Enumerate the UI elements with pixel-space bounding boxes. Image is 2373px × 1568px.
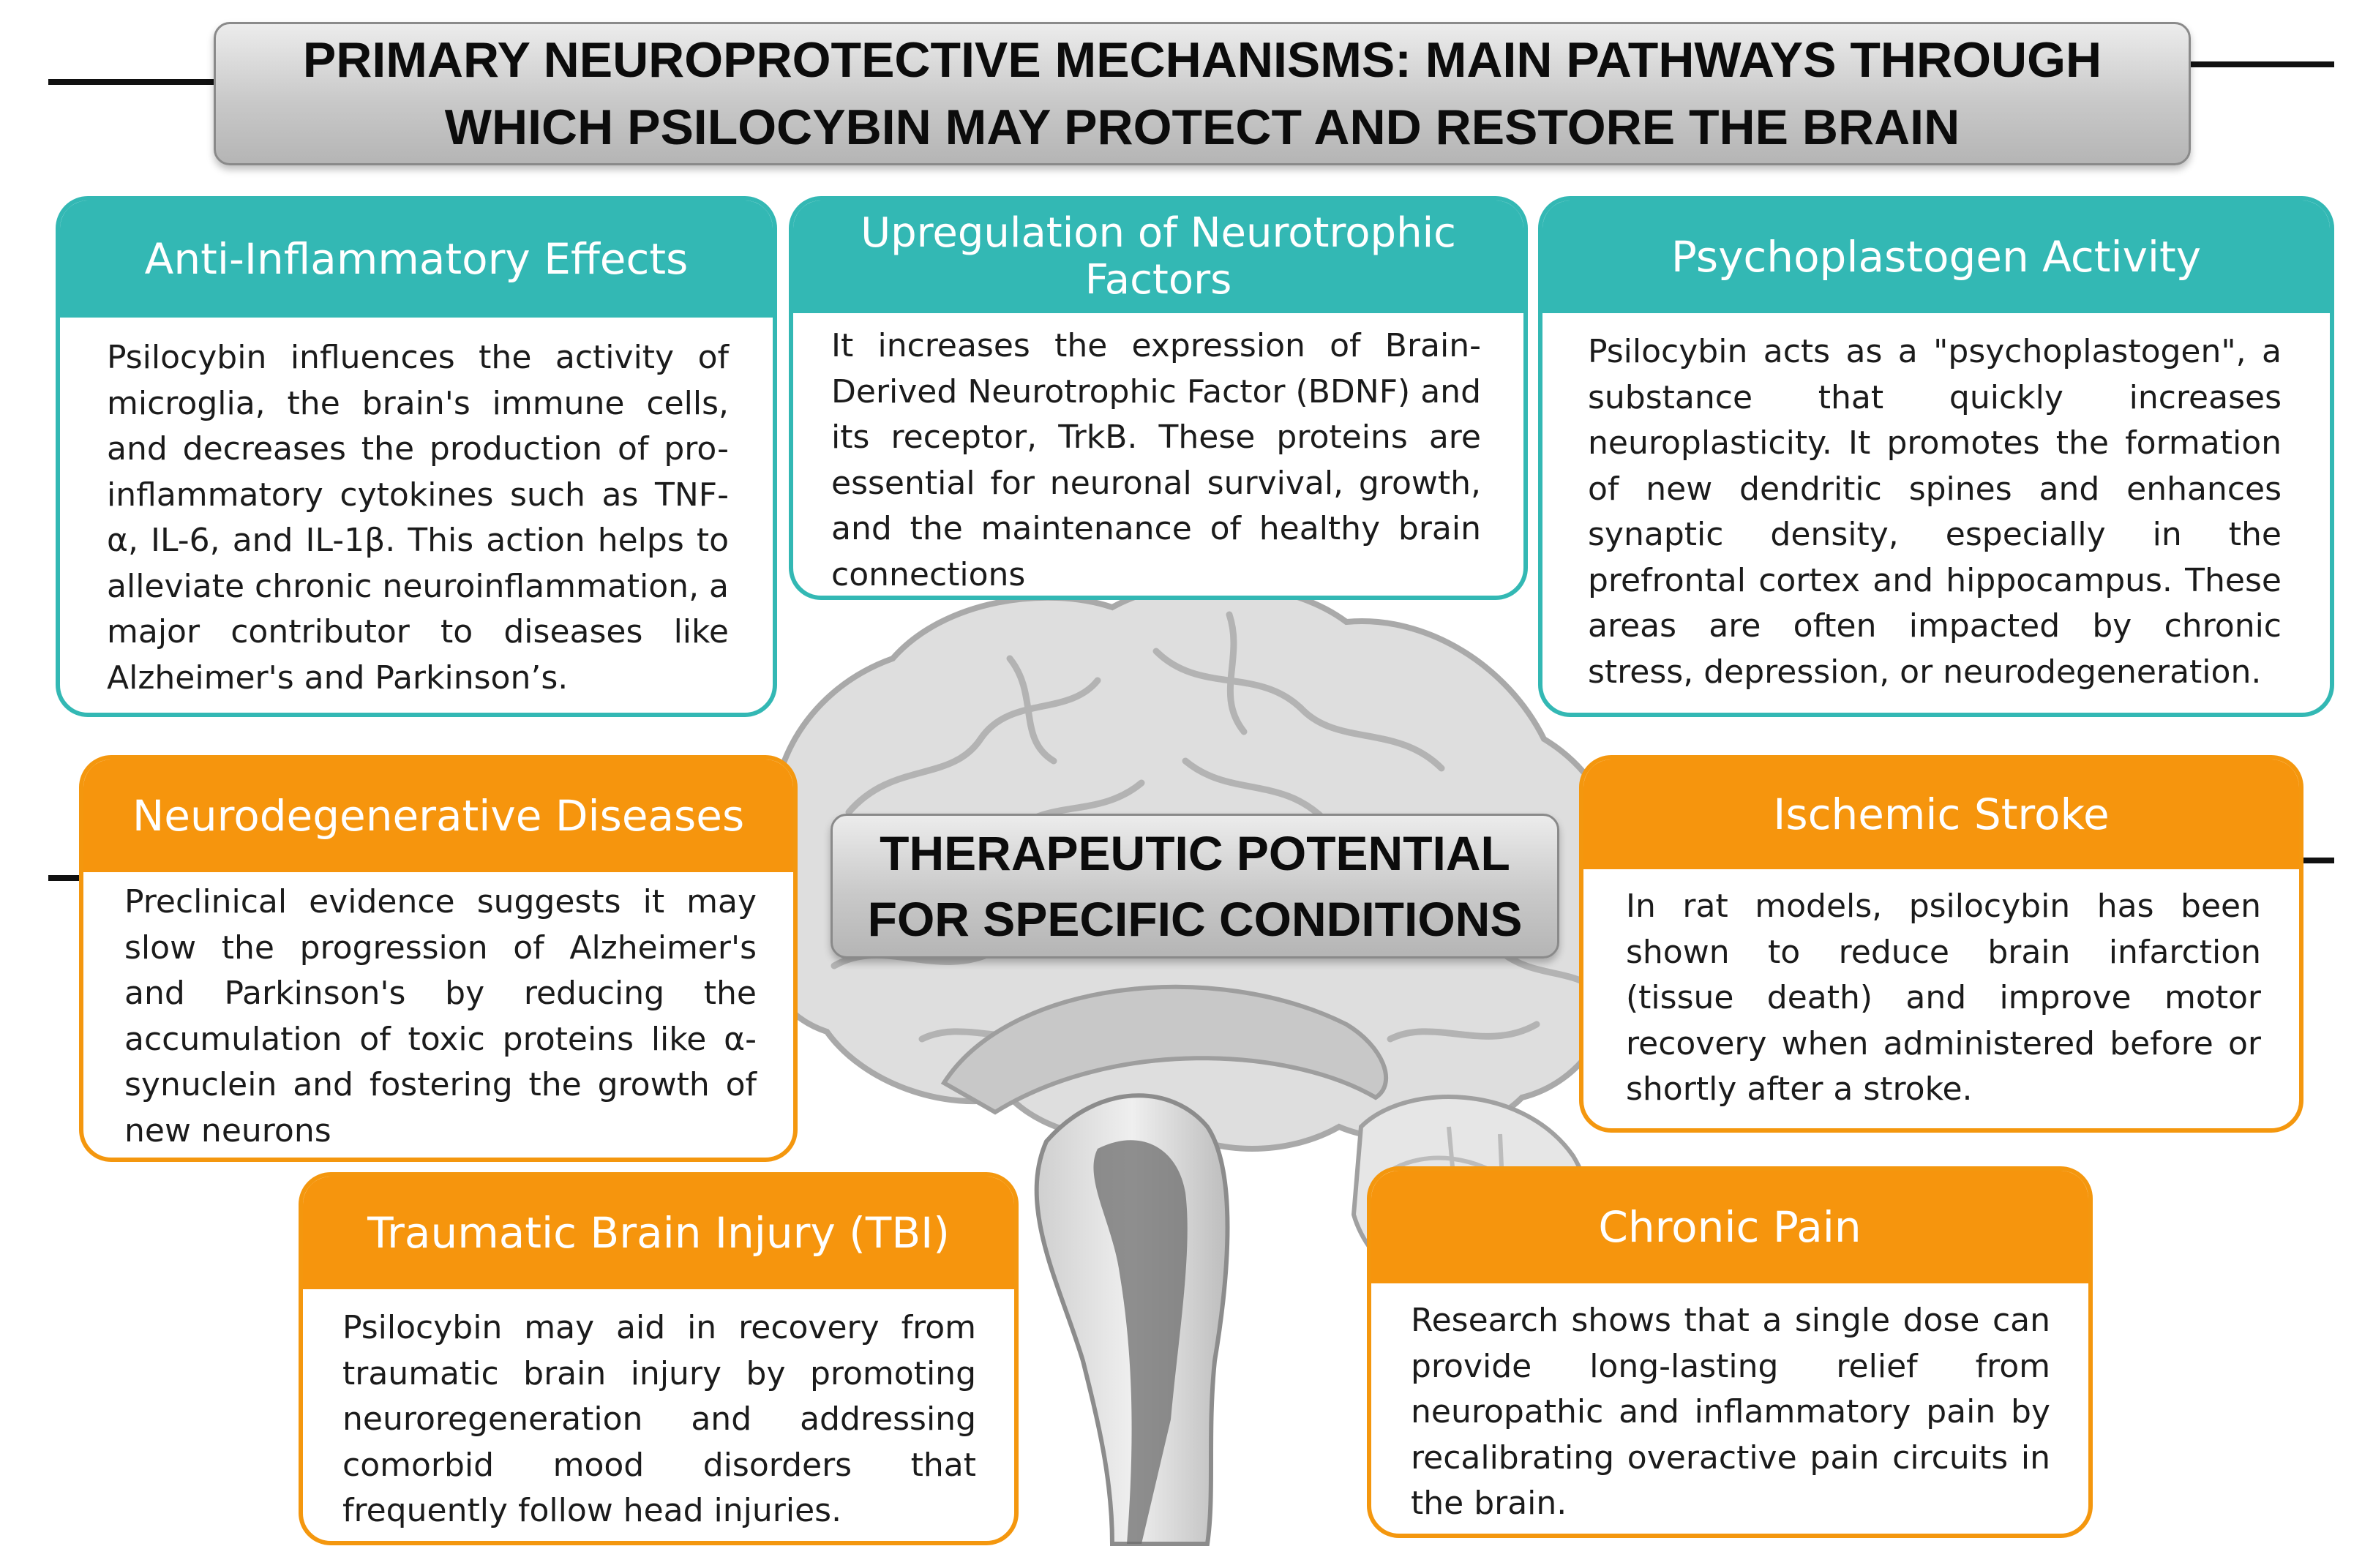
card-text: It increases the expression of Brain-Der… (831, 327, 1481, 593)
brain-stem-core (1093, 1140, 1188, 1544)
card-title: Anti-Inflammatory Effects (60, 200, 773, 318)
card-neurotrophic: Upregulation of Neurotrophic Factors It … (789, 196, 1528, 600)
top-right-rule (2181, 61, 2334, 67)
header-line-1: PRIMARY NEUROPROTECTIVE MECHANISMS: MAIN… (302, 32, 2102, 88)
card-ischemic-stroke: Ischemic Stroke In rat models, psilocybi… (1579, 755, 2303, 1133)
card-title: Upregulation of Neurotrophic Factors (793, 200, 1523, 313)
card-text: Psilocybin acts as a "psychoplastogen", … (1588, 333, 2282, 691)
card-text: Preclinical evidence suggests it may slo… (124, 883, 757, 1149)
card-chronic-pain: Chronic Pain Research shows that a singl… (1367, 1166, 2093, 1538)
header-banner: PRIMARY NEUROPROTECTIVE MECHANISMS: MAIN… (214, 22, 2191, 165)
card-text: In rat models, psilocybin has been shown… (1626, 888, 2261, 1108)
middle-left-rule (48, 875, 92, 881)
card-psychoplastogen: Psychoplastogen Activity Psilocybin acts… (1538, 196, 2334, 717)
card-title: Ischemic Stroke (1583, 759, 2299, 869)
card-neurodegenerative: Neurodegenerative Diseases Preclinical e… (79, 755, 798, 1162)
card-title: Chronic Pain (1371, 1171, 2088, 1283)
center-line-2: FOR SPECIFIC CONDITIONS (867, 892, 1523, 946)
card-text: Psilocybin influences the activity of mi… (107, 339, 730, 697)
middle-right-rule (2290, 858, 2334, 863)
card-title: Neurodegenerative Diseases (83, 759, 793, 872)
card-text: Research shows that a single dose can pr… (1411, 1302, 2050, 1522)
card-title: Traumatic Brain Injury (TBI) (303, 1177, 1014, 1289)
center-line-1: THERAPEUTIC POTENTIAL (880, 826, 1510, 880)
center-banner: THERAPEUTIC POTENTIAL FOR SPECIFIC CONDI… (831, 814, 1559, 959)
card-anti-inflammatory: Anti-Inflammatory Effects Psilocybin inf… (56, 196, 777, 717)
header-line-2: WHICH PSILOCYBIN MAY PROTECT AND RESTORE… (444, 100, 1960, 155)
card-title: Psychoplastogen Activity (1542, 200, 2330, 313)
card-tbi: Traumatic Brain Injury (TBI) Psilocybin … (299, 1172, 1019, 1545)
card-text: Psilocybin may aid in recovery from trau… (342, 1309, 976, 1529)
corpus-callosum (940, 984, 1389, 1115)
top-left-rule (48, 79, 231, 85)
